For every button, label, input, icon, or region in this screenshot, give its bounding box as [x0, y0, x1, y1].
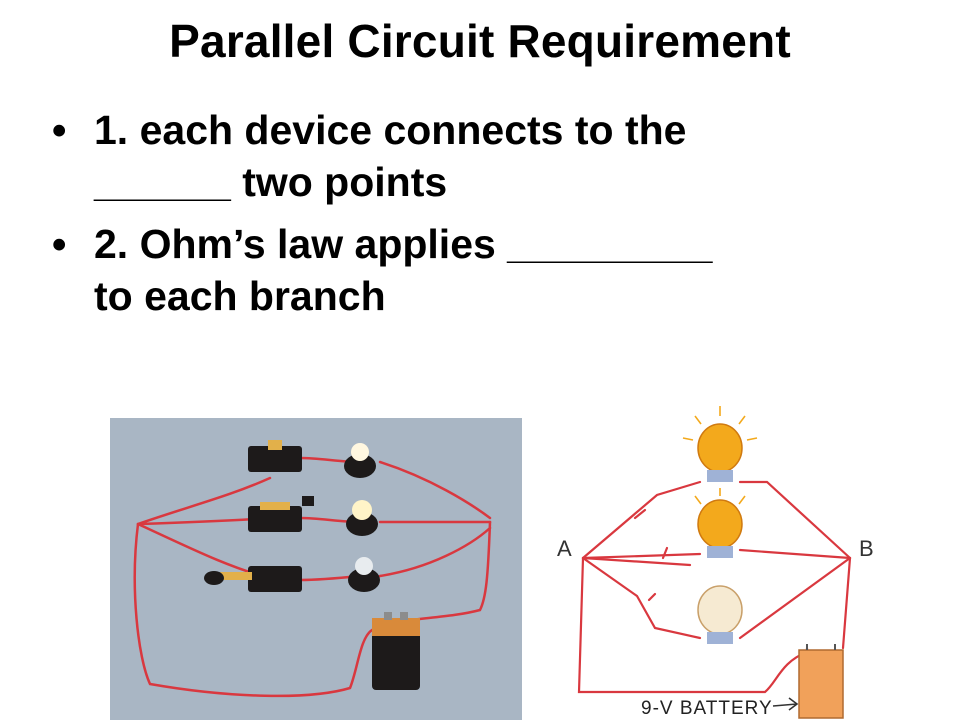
switch-1	[248, 440, 302, 472]
point-a-label: A	[557, 536, 572, 561]
photo-battery	[372, 612, 420, 690]
battery-label: 9-V BATTERY	[641, 698, 773, 719]
bullet-2-line-2: to each branch	[94, 273, 386, 319]
page-title: Parallel Circuit Requirement	[169, 15, 791, 67]
switch-3	[204, 566, 302, 592]
circuit-diagram: A B 9-V BATTERY	[545, 400, 885, 720]
diagram-battery	[798, 644, 844, 719]
bullet-1-line-1: 1. each device connects to the	[94, 107, 687, 153]
circuit-photo	[110, 418, 522, 720]
diagram-bulb-2	[694, 488, 746, 558]
diagram-bulb-3	[697, 585, 743, 644]
wire-left-junction	[136, 476, 272, 526]
photo-bulb-3	[348, 557, 380, 592]
bullet-2-line-1: 2. Ohm’s law applies _________	[94, 221, 713, 267]
diagram-bulb-1	[682, 406, 758, 482]
bullet-list: • 1. each device connects to the ______ …	[52, 104, 932, 332]
switch-2	[248, 496, 314, 532]
bullet-1-line-2: ______ two points	[94, 159, 448, 205]
bullet-item-1: • 1. each device connects to the ______ …	[52, 104, 932, 208]
photo-bulb-1	[344, 443, 376, 478]
battery-arrow-icon	[772, 697, 799, 711]
point-b-label: B	[859, 536, 874, 561]
photo-bulb-2	[346, 500, 378, 536]
bullet-dot: •	[52, 107, 67, 153]
bullet-dot: •	[52, 221, 67, 267]
photo-background	[110, 418, 522, 720]
bullet-item-2: • 2. Ohm’s law applies _________ to each…	[52, 218, 932, 322]
